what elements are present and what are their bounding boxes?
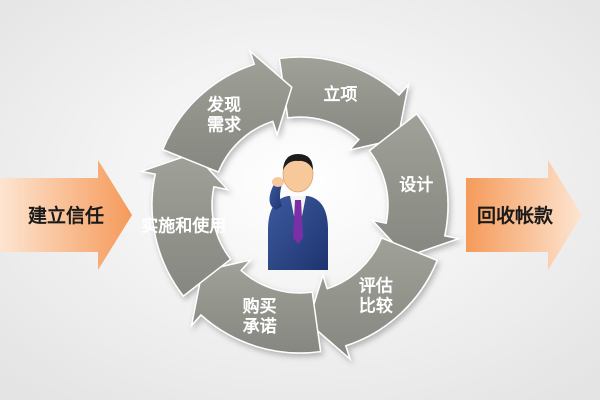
cycle-segment-lixiang xyxy=(278,56,410,152)
right-arrow: 回收帐款 xyxy=(466,160,582,270)
cycle-ring xyxy=(138,48,462,362)
cycle-label-sheji: 设计 xyxy=(399,175,433,196)
cycle-label-shishi: 实施和使用 xyxy=(141,215,226,236)
businessman-icon xyxy=(268,154,328,270)
left-arrow-label: 建立信任 xyxy=(28,204,104,227)
cycle-segment-faxian xyxy=(161,48,293,174)
right-arrow-label: 回收帐款 xyxy=(477,204,554,227)
cycle-segment-sheji xyxy=(368,112,462,258)
right-arrow-shape xyxy=(466,160,582,270)
cycle-label-goumai: 购买承诺 xyxy=(243,296,277,337)
left-arrow: 建立信任 xyxy=(0,160,132,270)
left-arrow-shape xyxy=(0,160,132,270)
cycle-segment-pinggu xyxy=(307,236,439,362)
cycle-segment-shishi xyxy=(138,152,232,298)
cycle-label-faxian: 发现需求 xyxy=(206,95,241,136)
cycle-segment-goumai xyxy=(190,258,322,354)
cycle-label-pinggu: 评估比较 xyxy=(359,275,393,316)
cycle-label-lixiang: 立项 xyxy=(323,84,357,105)
